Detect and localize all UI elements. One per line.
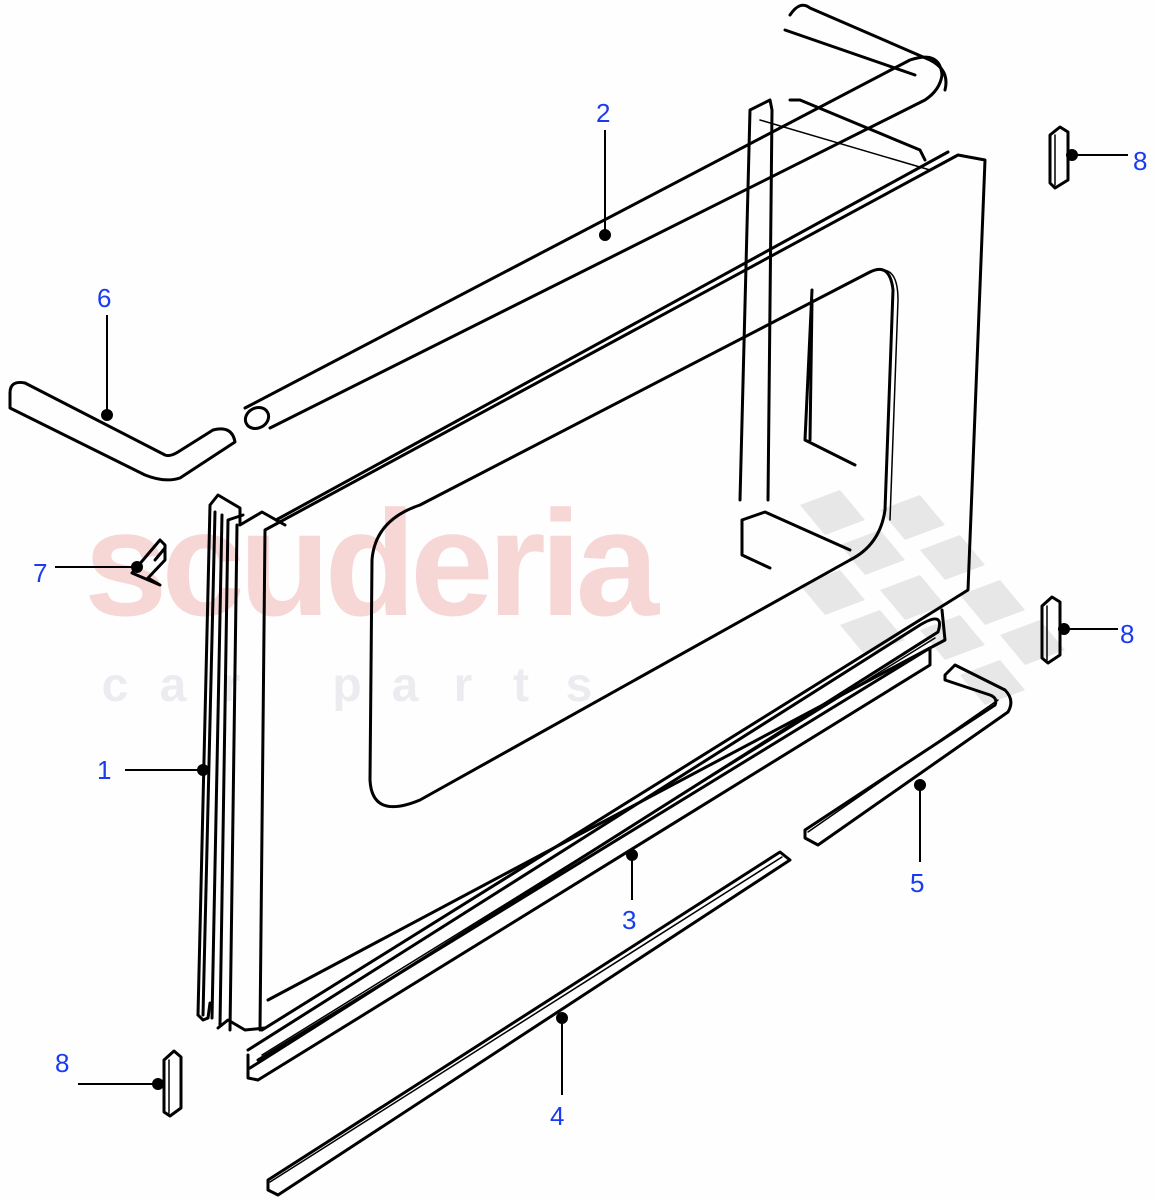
callout-2[interactable]: 2 xyxy=(596,98,611,128)
part-4-lower-strip xyxy=(266,850,792,1197)
callout-8-bottom[interactable]: 8 xyxy=(55,1048,70,1078)
checker-flag-watermark xyxy=(800,490,1065,705)
part-7-l-bracket xyxy=(130,538,167,587)
part-2-straight-tube xyxy=(243,3,948,430)
part-1-vertical-channel xyxy=(196,493,287,1032)
callout-8-middle[interactable]: 8 xyxy=(1120,619,1135,649)
part-8-end-cap-bottom xyxy=(162,1049,183,1118)
callout-7[interactable]: 7 xyxy=(33,558,48,588)
part-6-bent-tube xyxy=(8,381,237,482)
window-panel xyxy=(258,98,987,1032)
part-5-l-strip xyxy=(803,663,1013,847)
leader-lines xyxy=(55,130,1128,1095)
callout-5[interactable]: 5 xyxy=(910,868,925,898)
callout-1[interactable]: 1 xyxy=(97,755,112,785)
callout-6[interactable]: 6 xyxy=(97,283,112,313)
callout-3[interactable]: 3 xyxy=(622,905,637,935)
part-8-end-cap-middle xyxy=(1040,595,1062,665)
callout-4[interactable]: 4 xyxy=(550,1101,565,1131)
part-8-end-cap-top xyxy=(1048,125,1070,190)
callout-8-top[interactable]: 8 xyxy=(1133,146,1148,176)
part-3-lower-channel xyxy=(246,617,941,1082)
